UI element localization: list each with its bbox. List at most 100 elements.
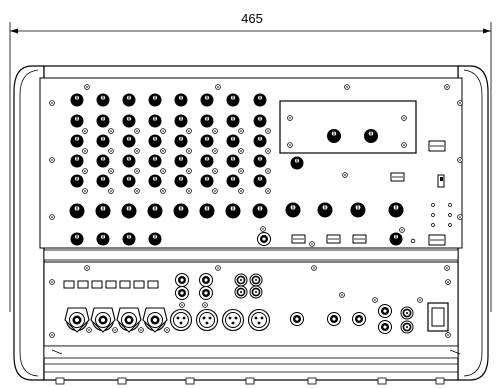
xlr-input [142,307,168,333]
foot [55,377,65,385]
knob [148,114,162,128]
quarter-inch-jack [327,312,341,326]
rear-io-panel [43,261,459,347]
knob [226,154,240,168]
knob [200,174,214,188]
screw [238,148,244,154]
knob [148,154,162,168]
knob [226,114,240,128]
small-switch [119,280,131,289]
foot [307,377,317,385]
quarter-inch-jack [290,312,304,326]
knob [290,156,304,170]
knob [122,93,136,107]
phones-switch [428,140,446,152]
knob [225,203,241,219]
screw [212,148,218,154]
knob [200,93,214,107]
knob [199,203,215,219]
knob [96,232,110,246]
upper-knob-grid [69,93,404,246]
knob [174,114,188,128]
screw [160,148,166,154]
screw [311,265,317,271]
right-handle [457,65,489,381]
left-handle [13,65,45,381]
knob [253,93,267,107]
knob [350,202,366,218]
screw [134,128,140,134]
knob [122,134,136,148]
knob [122,232,136,246]
screw [260,226,266,232]
screw [179,302,185,308]
indicator-dot [448,223,452,227]
screw [265,148,271,154]
screw [49,157,55,163]
rca-jack [249,285,263,299]
screw [339,292,345,298]
screw [444,265,450,271]
small-switch [77,280,89,289]
screw [212,188,218,194]
xlr-output [195,308,219,332]
screw [186,128,192,134]
screw [342,172,348,178]
knob [70,232,84,246]
screw [134,188,140,194]
led [410,238,416,244]
screw [287,115,293,121]
screw [457,214,463,220]
screw [134,148,140,154]
knob [148,134,162,148]
quarter-inch-jack [378,304,392,318]
screw [160,168,166,174]
quarter-inch-jack [175,286,189,300]
foot [185,377,195,385]
button-3 [352,234,367,244]
screw [399,227,405,233]
indicator-dot [448,213,452,217]
small-switch [133,280,145,289]
knob [253,114,267,128]
knob [96,134,110,148]
quarter-inch-jack [378,320,392,334]
screw [215,265,221,271]
screw [215,84,221,90]
knob [70,154,84,168]
knob [96,154,110,168]
knob [317,202,333,218]
knob [285,202,301,218]
screw [372,297,378,303]
screw [238,188,244,194]
rca-jack [400,306,414,320]
small-switch [91,280,103,289]
small-switch [390,172,405,182]
knob [122,154,136,168]
quarter-inch-jack [257,232,271,246]
knob [148,174,162,188]
knob [70,114,84,128]
power-switch-upper [428,234,446,246]
screw [186,188,192,194]
knob [226,174,240,188]
screw [49,214,55,220]
rca-jack [400,320,414,334]
screw [82,188,88,194]
base-rail [43,345,459,359]
width-dimension-label: 465 [241,11,263,26]
rca-jack [234,273,248,287]
knob [70,93,84,107]
knob [226,134,240,148]
screw [287,142,293,148]
knob [200,154,214,168]
knob [252,203,268,219]
screw [112,327,118,333]
screw [49,279,55,285]
screw [265,188,271,194]
knob [147,203,163,219]
quarter-inch-jack [199,286,213,300]
screw [108,188,114,194]
